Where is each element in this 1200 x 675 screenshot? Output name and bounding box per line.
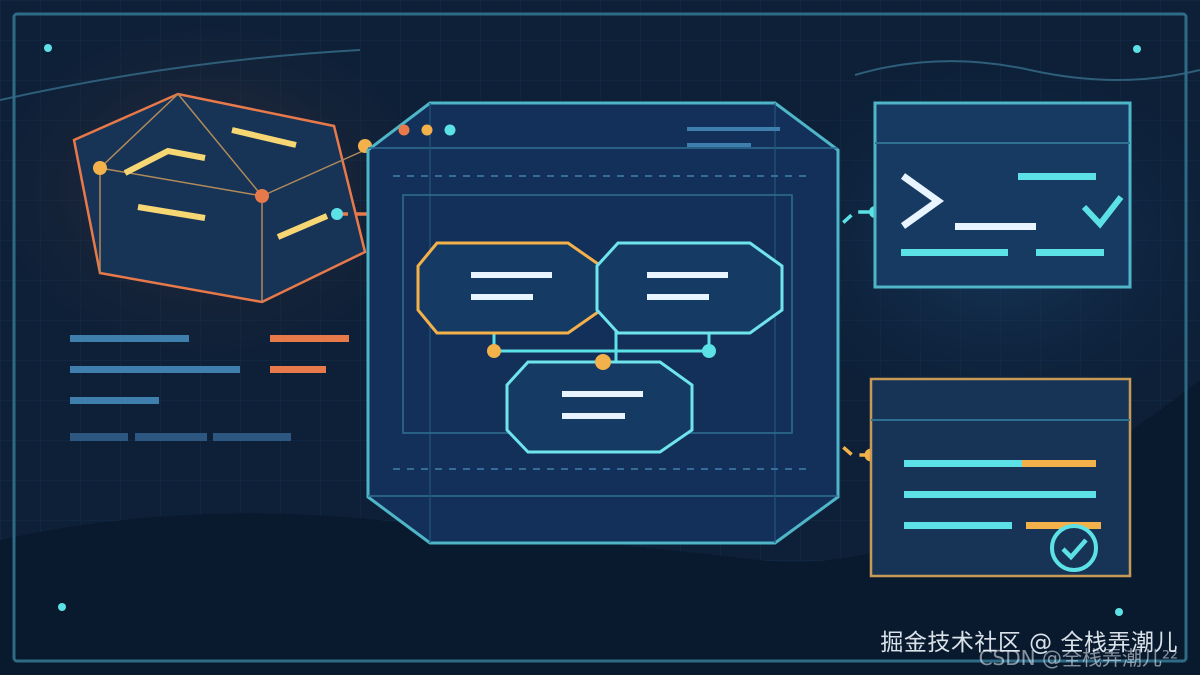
window-dots xyxy=(398,124,456,136)
result-panel xyxy=(869,377,1132,578)
top-left-curve xyxy=(0,49,361,101)
cube-node xyxy=(255,189,269,203)
node-card xyxy=(416,241,603,335)
left-text-lines xyxy=(70,335,349,441)
outer-frame xyxy=(12,12,1188,663)
terminal-prompt-icon xyxy=(900,173,945,229)
junction-node xyxy=(702,344,716,358)
node-card xyxy=(505,360,694,454)
corner-dot xyxy=(1133,45,1141,53)
terminal-panel xyxy=(873,101,1132,289)
junction-node xyxy=(487,344,501,358)
check-circle-icon xyxy=(1050,524,1098,572)
checkmark-icon xyxy=(1081,195,1124,229)
top-right-curve xyxy=(854,60,1200,81)
corner-dot xyxy=(1115,608,1123,616)
cube-node xyxy=(93,161,107,175)
watermark-secondary: CSDN @全栈弄潮儿²² xyxy=(978,646,1178,670)
cube-icon xyxy=(72,92,372,304)
watermark-primary: 掘金技术社区 @ 全栈弄潮儿 xyxy=(880,630,1178,656)
junction-node xyxy=(595,354,611,370)
lower-wave xyxy=(0,380,1200,675)
node-card xyxy=(595,241,784,335)
corner-dot xyxy=(58,603,66,611)
corner-dot xyxy=(44,44,52,52)
central-window xyxy=(366,101,840,545)
